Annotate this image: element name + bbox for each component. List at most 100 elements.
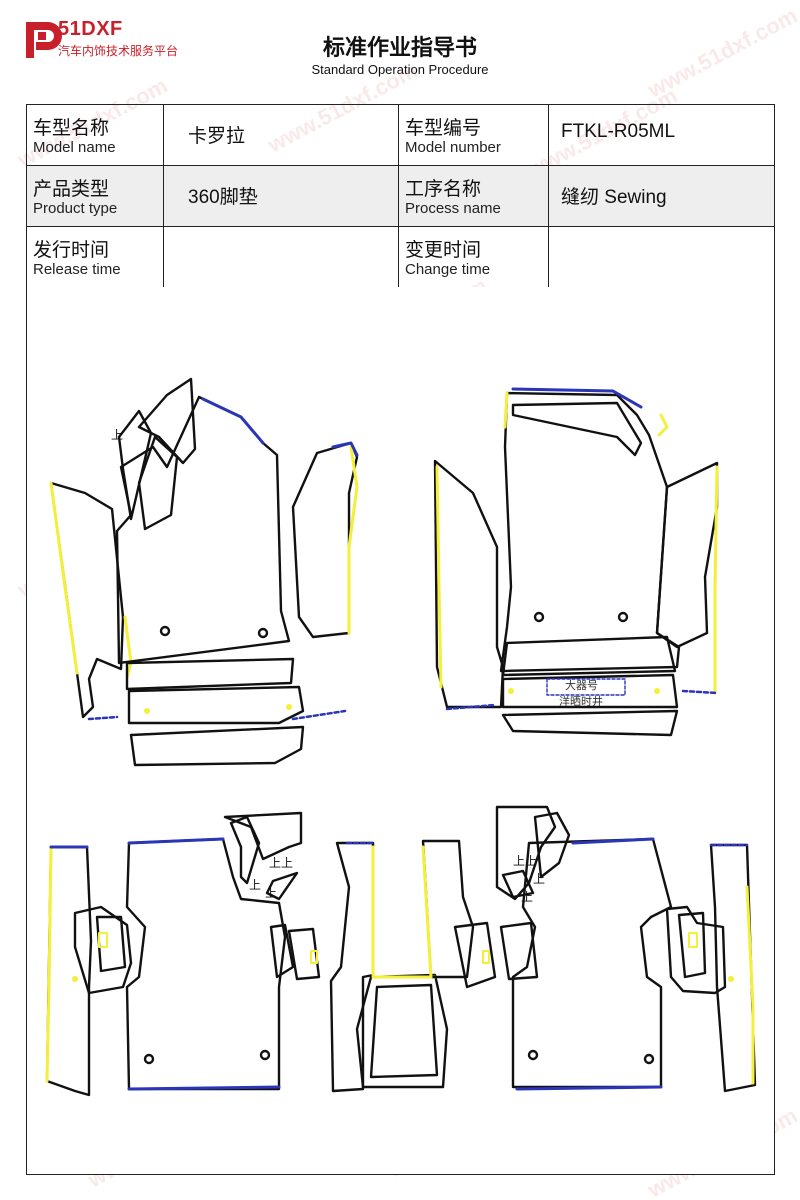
note-text-line1: 大器号 xyxy=(565,678,598,692)
pattern-piece xyxy=(511,401,643,457)
pattern-piece xyxy=(125,657,295,691)
pattern-piece xyxy=(49,481,125,719)
pattern-piece xyxy=(229,815,261,885)
yellow-dot xyxy=(72,976,78,982)
pattern-piece xyxy=(287,927,321,981)
model-name-label-en: Model name xyxy=(33,139,116,156)
process-name-value-cell: 缝纫 Sewing xyxy=(548,165,775,227)
change-time-value-cell xyxy=(548,226,775,288)
yellow-dot xyxy=(508,688,514,694)
pattern-piece xyxy=(265,871,299,901)
yellow-slot xyxy=(310,950,318,964)
release-time-label: 发行时间 xyxy=(33,239,110,261)
model-name-value-cell: 卡罗拉 xyxy=(163,104,399,166)
pattern-piece xyxy=(291,441,359,639)
pattern-drawing-area: 上 大器号 洋晒时井 xyxy=(26,287,775,1175)
pattern-piece xyxy=(369,983,439,1079)
blue-edge xyxy=(515,1085,663,1091)
up-mark-label: 上 xyxy=(513,854,525,868)
yellow-edge xyxy=(347,445,359,635)
blue-edge xyxy=(127,1085,281,1091)
pattern-piece xyxy=(45,845,93,1097)
hole-marker xyxy=(533,611,545,623)
hole-marker xyxy=(159,625,171,637)
yellow-slot xyxy=(688,932,698,948)
note-text-line2: 洋晒时井 xyxy=(559,694,603,708)
yellow-dot xyxy=(728,976,734,982)
model-number-label-en: Model number xyxy=(405,139,501,156)
up-mark-label: 上 xyxy=(265,886,277,900)
info-row-time: 发行时间 Release time 变更时间 Change time xyxy=(26,226,775,288)
center-tunnel-group xyxy=(355,839,475,1089)
document-title: 标准作业指导书 xyxy=(322,36,477,61)
yellow-edge xyxy=(45,847,53,1083)
process-name-value: 缝纫 Sewing xyxy=(561,187,667,208)
logo-mark-icon xyxy=(26,22,62,58)
yellow-edge xyxy=(435,465,443,689)
product-type-value-cell: 360脚垫 xyxy=(163,165,399,227)
change-time-label: 变更时间 xyxy=(405,239,482,261)
yellow-dot xyxy=(144,708,150,714)
blue-edge xyxy=(201,397,265,445)
product-type-label-cell: 产品类型 Product type xyxy=(26,165,164,227)
pattern-piece xyxy=(499,921,539,981)
up-mark-label: 上 xyxy=(281,856,293,870)
blue-edge xyxy=(127,837,225,845)
logo xyxy=(22,18,242,78)
yellow-edge xyxy=(713,465,719,695)
pattern-piece xyxy=(453,921,497,989)
blue-edge xyxy=(511,387,643,409)
front-right-mat-group: 大器号 洋晒时井 xyxy=(433,387,719,737)
blue-edge xyxy=(291,709,347,721)
pattern-piece xyxy=(655,461,719,649)
release-time-label-en: Release time xyxy=(33,261,121,278)
blue-edge xyxy=(445,703,497,711)
pattern-piece xyxy=(677,911,707,979)
pattern-piece xyxy=(73,905,133,995)
product-type-label-en: Product type xyxy=(33,200,118,217)
process-name-label: 工序名称 xyxy=(405,178,482,200)
model-name-label-cell: 车型名称 Model name xyxy=(26,104,164,166)
process-name-label-en: Process name xyxy=(405,200,501,217)
model-number-label-cell: 车型编号 Model number xyxy=(398,104,549,166)
brand-tagline: 汽车内饰技术服务平台 xyxy=(58,44,179,58)
blue-edge xyxy=(331,441,359,457)
hole-marker xyxy=(643,1053,655,1065)
pattern-piece xyxy=(499,391,681,673)
model-number-value-cell: FTKL-R05ML xyxy=(548,104,775,166)
pattern-piece xyxy=(127,685,305,725)
model-number-label: 车型编号 xyxy=(405,117,482,139)
up-mark-label: 上 xyxy=(533,872,545,886)
rear-right-mat-group: 上 上 上 上 xyxy=(453,805,757,1093)
brand-name: 51DXF xyxy=(58,18,123,40)
pattern-piece xyxy=(269,923,295,979)
model-name-value: 卡罗拉 xyxy=(188,126,246,147)
pattern-piece xyxy=(355,973,449,1089)
yellow-dot xyxy=(654,688,660,694)
pattern-piece xyxy=(501,635,677,677)
yellow-edge xyxy=(745,885,755,1085)
hole-marker xyxy=(257,627,269,639)
pattern-piece xyxy=(137,435,179,531)
hole-marker xyxy=(527,1049,539,1061)
note-box xyxy=(546,678,626,696)
blue-edge xyxy=(87,715,119,721)
model-name-label: 车型名称 xyxy=(33,117,110,139)
change-time-label-cell: 变更时间 Change time xyxy=(398,226,549,288)
pattern-piece xyxy=(95,915,127,973)
pattern-piece xyxy=(501,709,679,737)
info-row-product: 产品类型 Product type 360脚垫 工序名称 Process nam… xyxy=(26,165,775,227)
pattern-piece xyxy=(129,725,305,767)
yellow-dot xyxy=(286,704,292,710)
yellow-edge xyxy=(657,413,669,437)
blue-edge xyxy=(681,689,719,695)
document-subtitle: Standard Operation Procedure xyxy=(311,62,489,77)
model-number-value: FTKL-R05ML xyxy=(561,121,676,142)
yellow-slot xyxy=(98,932,108,948)
up-mark-label: 上 xyxy=(269,856,281,870)
change-time-label-en: Change time xyxy=(405,261,491,278)
hole-marker xyxy=(143,1053,155,1065)
yellow-edge xyxy=(49,481,79,675)
pattern-piece xyxy=(665,905,727,995)
pattern-piece xyxy=(125,837,287,1091)
